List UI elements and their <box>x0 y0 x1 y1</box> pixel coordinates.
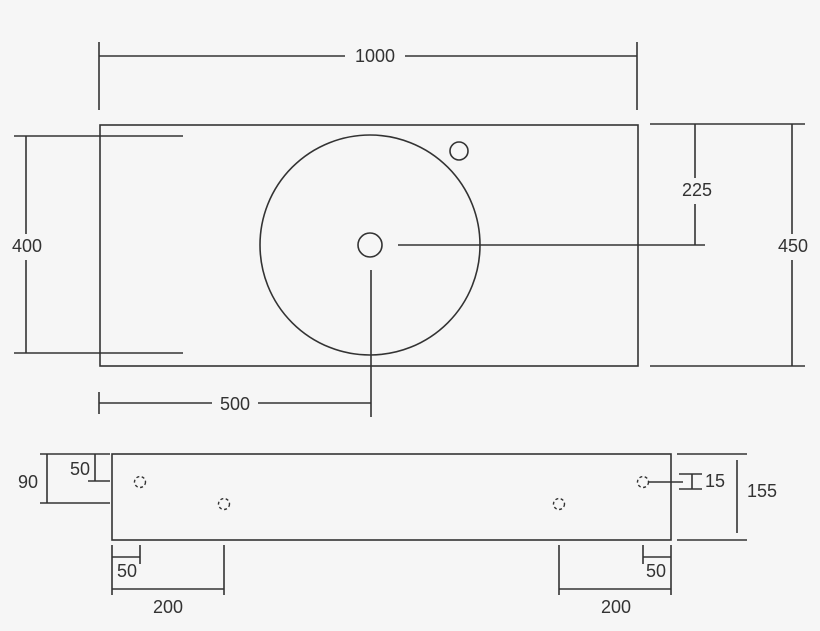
tap-hole <box>449 141 469 161</box>
dimension-height-155: 155 <box>677 453 777 541</box>
dim-label: 50 <box>70 459 90 479</box>
dim-label: 1000 <box>355 46 395 66</box>
dim-label: 200 <box>601 597 631 617</box>
dim-label: 450 <box>778 236 808 256</box>
dimension-height-90: 90 <box>14 453 110 504</box>
mounting-hole <box>133 475 147 489</box>
dimension-drain-225: 225 <box>398 124 718 246</box>
dimension-drain-500: 500 <box>98 270 372 417</box>
dim-label: 15 <box>705 471 725 491</box>
drain-hole <box>357 232 383 258</box>
front-view: 90 50 50 200 200 50 <box>14 453 777 617</box>
dimension-left-edge-50: 50 <box>111 545 141 595</box>
dim-label: 90 <box>18 472 38 492</box>
dimension-depth-450: 450 <box>650 123 816 367</box>
dimension-right-edge-50: 50 <box>642 545 671 581</box>
front-panel-outline <box>111 453 672 541</box>
dim-label: 155 <box>747 481 777 501</box>
dim-label: 50 <box>117 561 137 581</box>
dim-label: 200 <box>153 597 183 617</box>
mounting-hole <box>217 497 231 511</box>
dim-label: 225 <box>682 180 712 200</box>
dim-label: 400 <box>12 236 42 256</box>
dimension-hole-height-50: 50 <box>70 454 110 482</box>
top-view: 1000 400 450 225 500 <box>8 42 816 417</box>
mounting-hole <box>636 475 650 489</box>
dimension-hole-diameter-15: 15 <box>648 471 725 491</box>
dimension-width-1000: 1000 <box>98 42 638 110</box>
dimension-left-spacing-200: 200 <box>112 545 225 617</box>
dim-label: 500 <box>220 394 250 414</box>
dim-label: 50 <box>646 561 666 581</box>
dimension-depth-400: 400 <box>8 135 183 354</box>
dimension-right-spacing-200: 200 <box>558 545 672 617</box>
mounting-hole <box>552 497 566 511</box>
